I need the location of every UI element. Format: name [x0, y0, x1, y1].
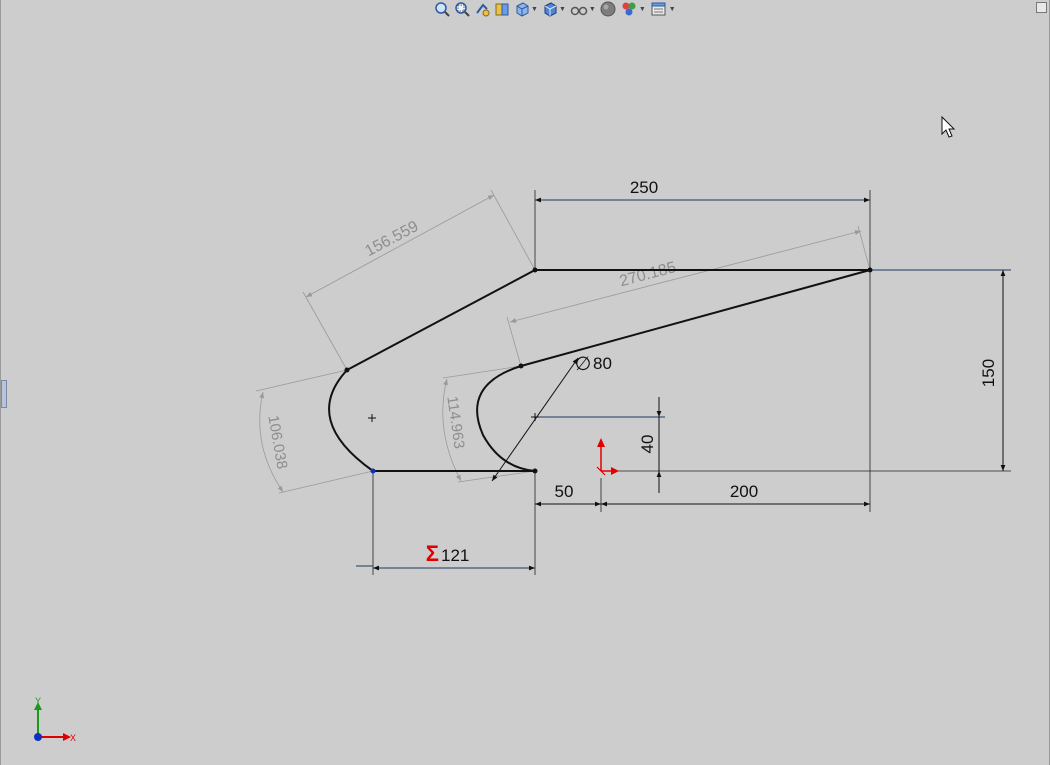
- zoom-to-area-icon: [455, 2, 470, 17]
- view-orientation-icon: [516, 2, 529, 17]
- sketch-point[interactable]: [518, 363, 524, 369]
- chevron-down-icon: ▼: [638, 5, 646, 13]
- heads-up-view-toolbar: ▼ ▼ ▼: [433, 0, 677, 18]
- sketch-arc-inner[interactable]: [476, 365, 536, 472]
- dimension-lower-slant: 270.185: [618, 259, 678, 290]
- view-settings-icon: [651, 2, 666, 16]
- driven-dimension-156[interactable]: 156.559: [302, 189, 536, 371]
- dimension-top-width: 250: [630, 178, 658, 197]
- triad-x-label: X: [70, 733, 76, 743]
- sketch-line-lower-slant[interactable]: [520, 269, 871, 367]
- view-settings-button[interactable]: ▼: [649, 1, 677, 18]
- hide-show-items-button[interactable]: ▼: [569, 1, 597, 18]
- display-style-button[interactable]: ▼: [541, 1, 567, 18]
- sketch-point[interactable]: [344, 367, 350, 373]
- apply-scene-icon: [622, 2, 636, 16]
- dimension-200[interactable]: 200: [601, 482, 870, 507]
- chevron-down-icon: ▼: [668, 5, 676, 13]
- sketch-origin-icon[interactable]: [596, 438, 619, 476]
- previous-view-button[interactable]: [473, 1, 491, 18]
- dimension-bottom-length: 121: [441, 546, 469, 565]
- edit-appearance-icon: [600, 1, 616, 17]
- chevron-down-icon: ▼: [588, 5, 596, 13]
- dimension-offset-vertical: 40: [638, 435, 657, 454]
- driven-dimension-270[interactable]: 270.185: [506, 225, 871, 367]
- zoom-to-fit-icon: [435, 2, 450, 17]
- chevron-down-icon: ▼: [558, 5, 566, 13]
- driven-dimension-106[interactable]: 106.038: [255, 369, 374, 494]
- dimension-150[interactable]: 150: [979, 270, 1006, 471]
- mouse-pointer-icon: [941, 115, 956, 138]
- dimension-right-width: 200: [730, 482, 758, 501]
- dimension-121-driven[interactable]: Σ 121: [356, 541, 535, 571]
- previous-view-icon: [476, 3, 490, 17]
- sketch-points: [344, 267, 873, 474]
- zoom-to-fit-button[interactable]: [433, 1, 451, 18]
- dimension-250[interactable]: 250: [535, 178, 870, 203]
- viewport-restore-button[interactable]: [1036, 2, 1047, 13]
- view-orientation-button[interactable]: ▼: [513, 1, 539, 18]
- sketch-line-upper-slant[interactable]: [346, 269, 536, 371]
- section-view-icon: [495, 3, 509, 16]
- triad-z-axis: [34, 733, 42, 741]
- dimension-50[interactable]: 50: [535, 482, 601, 507]
- sketch-point[interactable]: [867, 267, 873, 273]
- reference-triad: Y X: [34, 696, 76, 743]
- dimension-offset-horizontal: 50: [555, 482, 574, 501]
- sketch-point[interactable]: [532, 267, 538, 273]
- section-view-button[interactable]: [493, 1, 511, 18]
- feature-manager-flyout-tab[interactable]: [1, 380, 7, 408]
- dimension-inner-arc: 114.963: [443, 395, 467, 450]
- apply-scene-button[interactable]: ▼: [619, 1, 647, 18]
- dimension-diameter: 80: [593, 354, 612, 373]
- dimension-diameter-symbol: ∅: [575, 354, 592, 375]
- dimension-driven-sigma: Σ: [426, 541, 439, 566]
- sketch-point[interactable]: [532, 468, 538, 474]
- chevron-down-icon: ▼: [531, 5, 538, 13]
- sketch-point-selected[interactable]: [370, 468, 376, 474]
- display-style-icon: [544, 2, 557, 17]
- dimension-left-arc: 106.038: [264, 414, 290, 470]
- edit-appearance-button[interactable]: [599, 1, 617, 18]
- zoom-to-area-button[interactable]: [453, 1, 471, 18]
- hide-show-items-icon: [570, 6, 588, 16]
- sketch-arc-left[interactable]: [328, 369, 374, 472]
- arc-center-marks: [368, 413, 539, 422]
- sketch-profile[interactable]: [328, 269, 871, 472]
- triad-y-label: Y: [35, 696, 41, 706]
- dimension-40[interactable]: 40: [638, 397, 662, 493]
- dimension-height: 150: [979, 359, 998, 387]
